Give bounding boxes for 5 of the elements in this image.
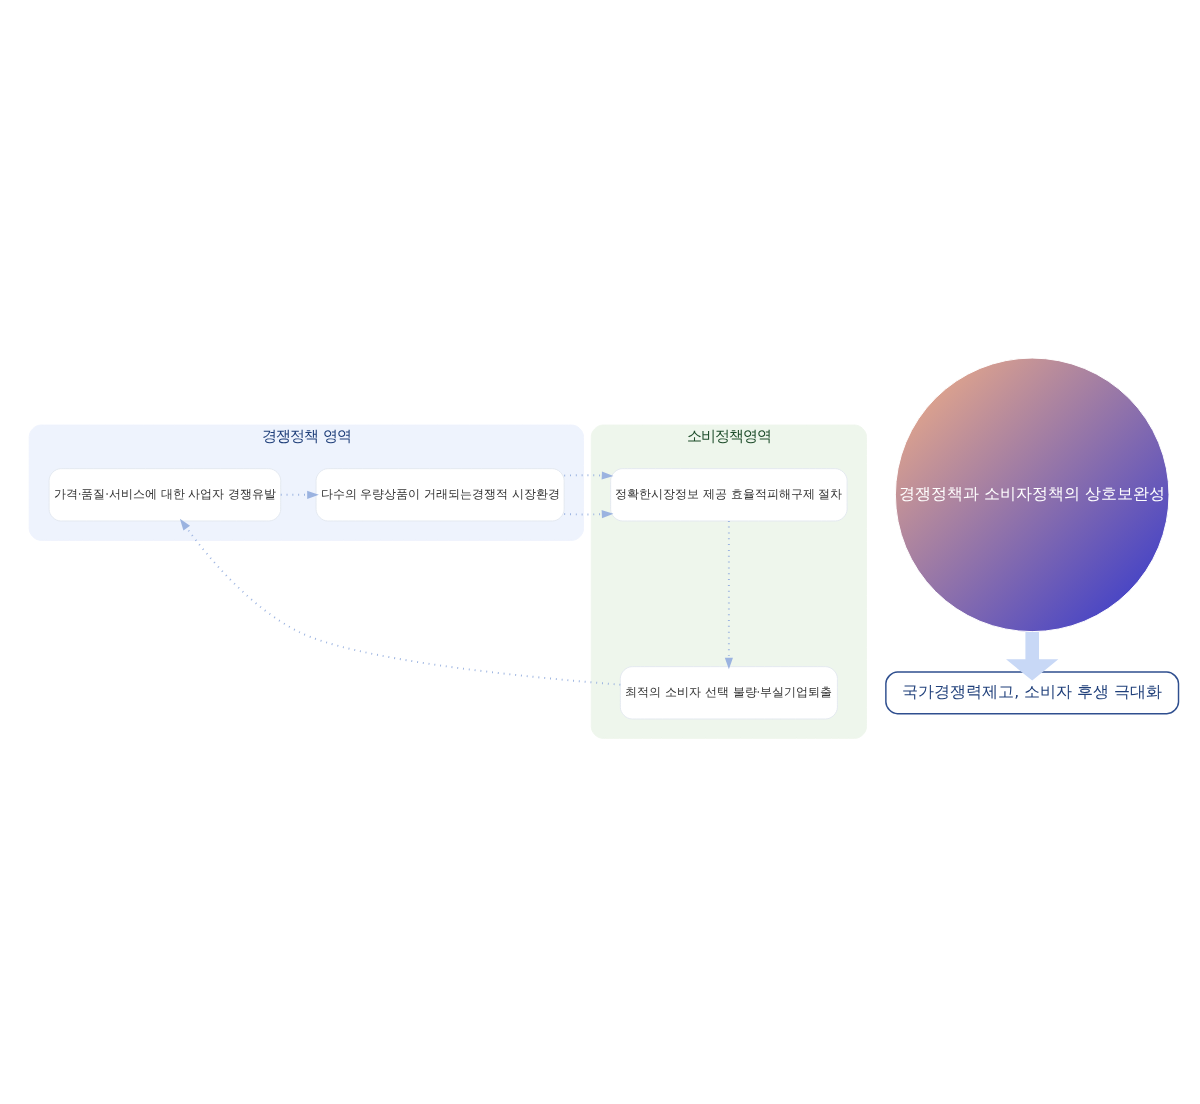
- arrow: [1006, 631, 1059, 681]
- arrow: [279, 490, 319, 499]
- arrow: [724, 520, 733, 670]
- arrow: [179, 518, 622, 686]
- arrow: [563, 471, 614, 519]
